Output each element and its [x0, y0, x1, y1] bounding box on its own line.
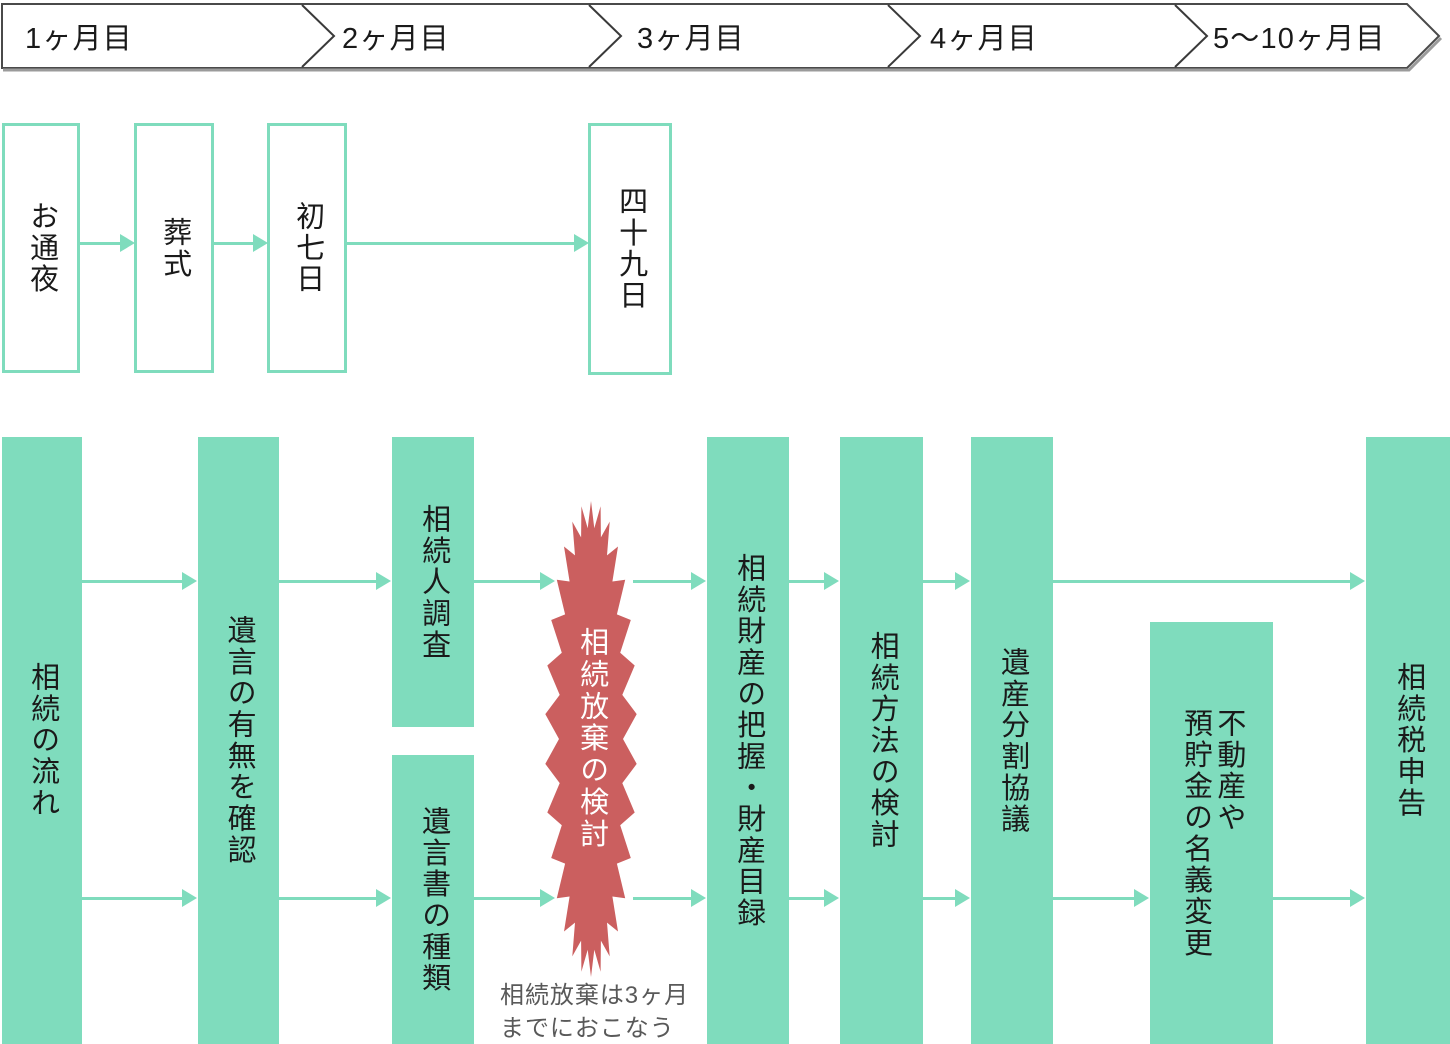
- funeral-event-label: 四十九日: [614, 186, 647, 312]
- starburst-shape: [545, 501, 637, 977]
- renunciation-note: 相続放棄は3ヶ月 までにおこなう: [500, 982, 690, 1042]
- step-col-flow: 相続の流れ: [2, 437, 82, 1044]
- chevron-separator: [887, 4, 922, 68]
- flow-arrow: [82, 572, 197, 590]
- chevron-separator: [301, 4, 336, 68]
- funeral-event-label: お通夜: [25, 201, 58, 295]
- funeral-event-shonanoka: 初七日: [267, 123, 347, 373]
- step-label: 不動産や 預貯金の名義変更: [1179, 707, 1245, 959]
- chevron-separator: [1174, 4, 1209, 68]
- step-label: 相続財産の把握・財産目録: [732, 552, 765, 929]
- flow-arrow: [923, 572, 970, 590]
- flow-arrow: [923, 889, 970, 907]
- flow-arrow: [1273, 889, 1365, 907]
- chevron-bar-outline: [1, 3, 1441, 69]
- step-label: 相続方法の検討: [866, 630, 899, 851]
- step-col-tax: 相続税申告: [1366, 437, 1450, 1044]
- funeral-event-label: 初七日: [291, 201, 324, 295]
- burst-polygon: [545, 501, 637, 977]
- flow-arrow: [279, 572, 391, 590]
- chevron-bar-shadow: [3, 36, 1443, 72]
- funeral-event-wake: お通夜: [2, 123, 80, 373]
- timeline-month-4: 4ヶ月目: [930, 23, 1038, 55]
- funeral-event-label: 葬式: [158, 216, 191, 280]
- step-label: 相続の流れ: [26, 662, 59, 819]
- flow-arrow: [1053, 572, 1365, 590]
- timeline-header: 1ヶ月目 2ヶ月目 3ヶ月目 4ヶ月目 5〜10ヶ月目: [0, 0, 1450, 76]
- renunciation-burst: 相続放棄の検討: [541, 495, 641, 983]
- funeral-event-funeral: 葬式: [134, 123, 214, 373]
- flow-arrow: [633, 572, 706, 590]
- step-label: 相続人調査: [417, 503, 450, 661]
- flow-arrow: [633, 889, 706, 907]
- step-col-name-change: 不動産や 預貯金の名義変更: [1150, 622, 1273, 1044]
- timeline-chevron-bar: [1, 3, 1443, 72]
- chevron-separator: [588, 4, 623, 68]
- timeline-month-1: 1ヶ月目: [25, 23, 133, 55]
- step-label: 遺産分割協議: [996, 646, 1029, 835]
- renunciation-label: 相続放棄の検討: [575, 627, 608, 851]
- flow-arrow: [789, 889, 839, 907]
- step-label: 相続税申告: [1392, 662, 1425, 819]
- timeline-month-2: 2ヶ月目: [342, 23, 450, 55]
- step-col-will-check: 遺言の有無を確認: [198, 437, 279, 1044]
- step-col-assets: 相続財産の把握・財産目録: [707, 437, 789, 1044]
- step-col-method: 相続方法の検討: [840, 437, 923, 1044]
- funeral-event-shijukunichi: 四十九日: [588, 123, 672, 375]
- timeline-month-3: 3ヶ月目: [637, 23, 745, 55]
- step-label: 遺言の有無を確認: [223, 615, 256, 866]
- flow-arrow: [80, 234, 135, 252]
- timeline-month-5: 5〜10ヶ月目: [1213, 23, 1386, 55]
- step-col-will-types: 遺言書の種類: [392, 755, 474, 1044]
- flow-arrow: [279, 889, 391, 907]
- flow-arrow: [1053, 889, 1149, 907]
- step-label: 遺言書の種類: [417, 805, 450, 994]
- flow-arrow: [474, 889, 555, 907]
- step-col-heir-search: 相続人調査: [392, 437, 474, 727]
- flow-arrow: [347, 234, 589, 252]
- step-col-division: 遺産分割協議: [971, 437, 1053, 1044]
- flow-arrow: [82, 889, 197, 907]
- flow-arrow: [214, 234, 268, 252]
- flow-arrow: [789, 572, 839, 590]
- flow-arrow: [474, 572, 555, 590]
